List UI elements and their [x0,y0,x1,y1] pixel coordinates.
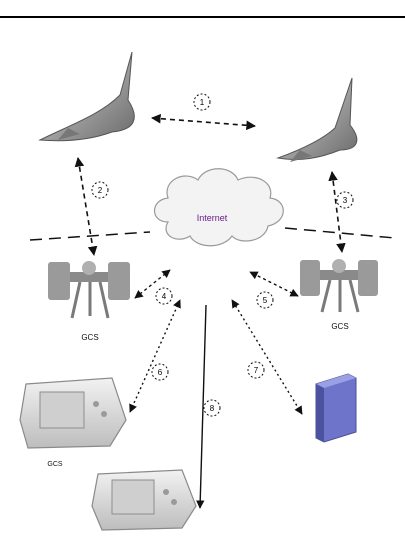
station-right-label: GCS [331,322,348,331]
cloud-label: Internet [197,213,228,223]
link-server-cloud [231,299,303,415]
link-badges: 1 2 3 4 5 6 7 8 [91,93,354,417]
ground-station-icon [300,259,378,313]
svg-text:3: 3 [343,196,348,205]
station-left-label: GCS [81,333,98,342]
svg-text:7: 7 [254,366,259,375]
server-icon [315,373,357,443]
link-uav-station-left [74,157,98,256]
svg-text:6: 6 [158,368,163,377]
link-badge-6: 6 [151,363,169,381]
link-badge-3: 3 [336,191,354,209]
link-badge-4: 4 [155,287,173,305]
link-badge-2: 2 [91,181,109,199]
link-badge-5: 5 [256,291,274,309]
ground-station-icon [48,261,130,319]
svg-text:4: 4 [162,292,167,301]
link-uav-station-right [328,171,346,253]
svg-text:9: 9 [114,151,115,153]
handheld-label: GCS [47,461,63,468]
cloud-icon: Internet [153,168,284,247]
link-station-cloud-right [249,271,299,297]
svg-text:5: 5 [263,296,268,305]
svg-text:1: 1 [200,98,205,107]
svg-text:2: 2 [98,186,103,195]
links [74,113,346,509]
handheld-terminal-icon [91,469,197,531]
link-cloud-handheld [196,304,207,509]
link-station-cloud-left [134,269,171,299]
uav-icon [38,51,135,142]
link-badge-7: 7 [247,361,265,379]
link-handheld-cloud [129,299,181,413]
link-badge-9: 9 [112,148,116,153]
link-uav-uav [151,113,256,131]
link-badge-1: 1 [193,93,211,111]
svg-text:8: 8 [210,404,215,413]
handheld-terminal-icon [19,377,127,449]
uav-icon [276,77,358,162]
link-badge-8: 8 [203,399,221,417]
